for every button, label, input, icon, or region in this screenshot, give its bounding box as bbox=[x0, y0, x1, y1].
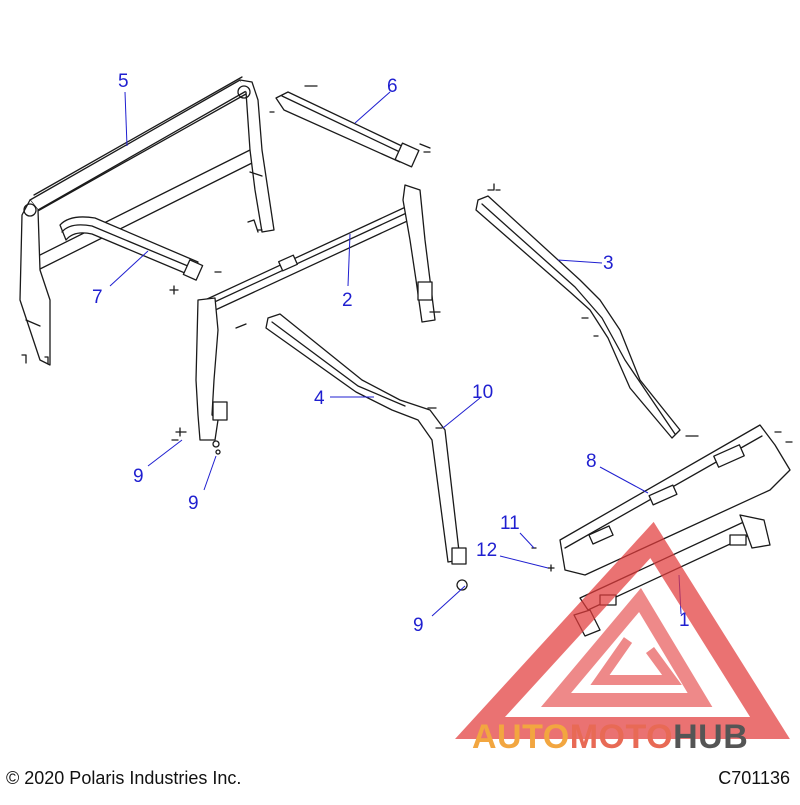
part-4-side-tube bbox=[265, 313, 468, 591]
callout-3[interactable]: 3 bbox=[603, 253, 614, 274]
watermark-text: AUTOMOTOHUB bbox=[472, 718, 748, 757]
part-5-rear-frame bbox=[19, 76, 275, 366]
callout-2[interactable]: 2 bbox=[342, 290, 353, 311]
part-7-cross-tube bbox=[59, 216, 222, 295]
part-2-front-frame bbox=[195, 184, 441, 441]
part-6-upper-tube bbox=[269, 85, 431, 168]
part-8-dash-panel bbox=[559, 424, 793, 576]
callout-7[interactable]: 7 bbox=[92, 287, 103, 308]
callout-9-left[interactable]: 9 bbox=[133, 466, 144, 487]
callout-9-bottom[interactable]: 9 bbox=[413, 615, 424, 636]
callout-12[interactable]: 11 bbox=[500, 513, 520, 534]
callout-1[interactable]: 1 bbox=[679, 610, 690, 631]
hardware-fasteners bbox=[171, 427, 221, 455]
callout-6[interactable]: 6 bbox=[387, 76, 398, 97]
watermark-hub: HUB bbox=[673, 718, 749, 756]
callout-5[interactable]: 5 bbox=[118, 71, 129, 92]
callout-4[interactable]: 4 bbox=[314, 388, 325, 409]
watermark-auto: AUTO bbox=[472, 718, 570, 756]
part-code: C701136 bbox=[718, 768, 790, 788]
leader-lines bbox=[109, 91, 682, 617]
watermark-logo bbox=[455, 521, 790, 739]
callout-10[interactable]: 9 bbox=[188, 493, 199, 514]
callout-13[interactable]: 12 bbox=[476, 540, 498, 561]
callout-8[interactable]: 8 bbox=[586, 451, 597, 472]
copyright-text: © 2020 Polaris Industries Inc. bbox=[6, 768, 242, 788]
watermark-moto: MOTO bbox=[569, 718, 674, 756]
callout-11[interactable]: 10 bbox=[472, 382, 494, 403]
part-3-side-tube bbox=[475, 183, 699, 439]
